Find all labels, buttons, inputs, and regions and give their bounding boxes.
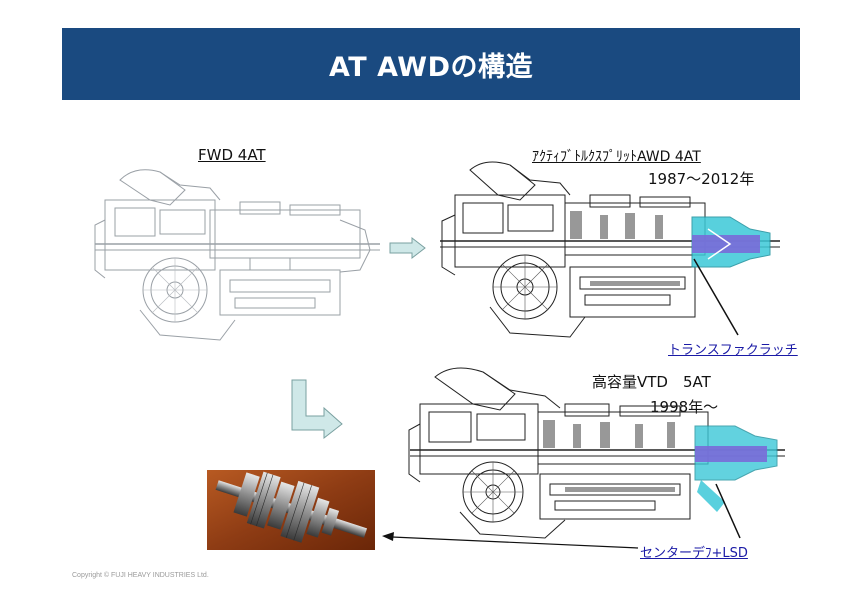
arrow-right-icon <box>389 236 426 260</box>
transfer-clutch-link[interactable]: トランスファクラッチ <box>668 343 798 358</box>
center-diff-pointer <box>715 483 741 539</box>
transfer-clutch-pointer <box>693 258 739 336</box>
active-awd-years: 1987～2012年 <box>648 170 755 188</box>
bent-arrow-icon <box>291 379 343 440</box>
arrow-left-icon <box>382 532 639 549</box>
copyright: Copyright © FUJI HEAVY INDUSTRIES Ltd. <box>72 572 209 579</box>
vtd-label: 高容量VTD 5AT <box>592 373 711 391</box>
page-title: AT AWDの構造 <box>329 51 533 83</box>
vtd-5at-drawing <box>408 367 785 539</box>
center-diff-link[interactable]: センターデﾌ+LSD <box>640 546 748 561</box>
center-diff-photo <box>207 470 375 550</box>
active-awd-4at-drawing <box>440 161 780 338</box>
fwd-label: FWD 4AT <box>198 146 266 164</box>
fwd-4at-drawing <box>94 169 380 341</box>
active-awd-label: ｱｸﾃｨﾌﾞﾄﾙｸｽﾌﾟﾘｯﾄAWD 4AT <box>532 149 701 165</box>
title-banner: AT AWDの構造 <box>62 28 800 100</box>
